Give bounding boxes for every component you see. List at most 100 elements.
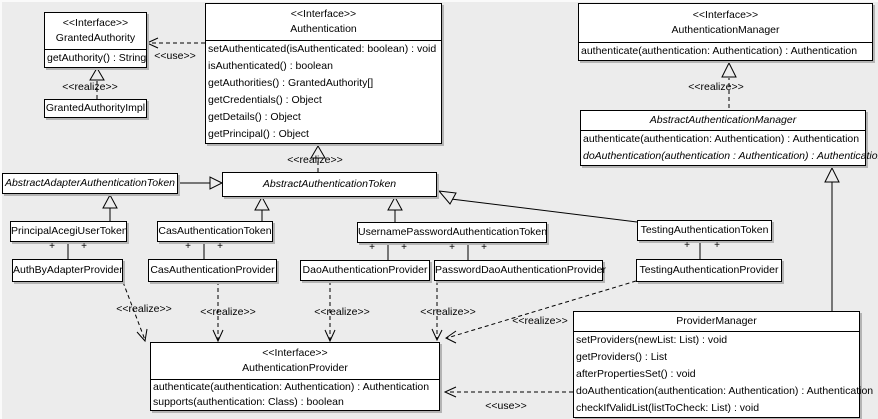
method-row: getDetails() : Object: [208, 111, 301, 123]
class-name: Authentication: [290, 23, 357, 35]
method-row: getProviders() : List: [576, 351, 668, 363]
methods-compartment: getAuthority() : String: [45, 50, 146, 67]
method-row: authenticate(authentication: Authenticat…: [153, 381, 430, 393]
realize-label: <<realize>>: [287, 154, 343, 166]
class-name: AuthenticationProvider: [242, 362, 348, 374]
realize-arrow-abstractauthenticationmanager: [721, 61, 737, 108]
realize-label: <<realize>>: [688, 81, 744, 93]
use-label: <<use>>: [154, 50, 196, 62]
method-row: authenticate(authentication: Authenticat…: [581, 45, 858, 57]
generalization-principal-token: [102, 193, 118, 221]
class-name: GrantedAuthorityImpl: [45, 102, 146, 114]
class-header: <<Interface>> GrantedAuthority: [45, 13, 146, 50]
class-name: PrincipalAcegiUserToken: [11, 225, 128, 237]
methods-compartment: setProviders(newList: List) : void getPro…: [574, 332, 874, 417]
plus-marker: +: [81, 241, 87, 252]
method-row: getPrincipal() : Object: [208, 128, 309, 140]
plus-marker: +: [185, 241, 191, 252]
realize-arrow-casauthenticationprovider: [212, 281, 224, 343]
realize-arrow-daoauthenticationprovider: [324, 281, 336, 343]
realize-label: <<realize>>: [420, 306, 476, 318]
class-name: AuthenticationManager: [671, 24, 780, 36]
class-header: <<Interface>> Authentication: [206, 4, 441, 41]
generalization-testing-token: [437, 190, 638, 223]
class-header: AbstractAuthenticationManager: [581, 111, 865, 131]
class-authentication: <<Interface>> Authentication setAuthenti…: [205, 3, 442, 144]
plus-marker: +: [49, 241, 55, 252]
class-provider-manager: ProviderManager setProviders(newList: Li…: [573, 311, 874, 418]
plus-marker: +: [481, 242, 487, 253]
class-name: TestingAuthenticationToken: [640, 224, 769, 236]
method-row: setProviders(newList: List) : void: [576, 334, 728, 346]
plus-marker: +: [401, 242, 407, 253]
methods-compartment: setAuthenticated(isAuthenticated: boolea…: [206, 41, 441, 143]
method-row: setAuthenticated(isAuthenticated: boolea…: [208, 43, 437, 55]
class-name: TestingAuthenticationProvider: [639, 264, 779, 276]
generalization-adapter-token: [178, 176, 224, 190]
method-row: checkIfValidList(listToCheck: List) : vo…: [576, 402, 760, 414]
class-abstract-authentication-token: AbstractAuthenticationToken: [222, 172, 437, 197]
method-row: getAuthority() : String: [47, 52, 147, 64]
use-arrow-authentication-grantedauthority: [145, 37, 205, 49]
class-name: GrantedAuthority: [55, 32, 136, 44]
class-name: UsernamePasswordAuthenticationToken: [358, 226, 548, 238]
class-header: ProviderManager: [574, 312, 859, 332]
realize-label: <<realize>>: [62, 81, 118, 93]
class-granted-authority: <<Interface>> GrantedAuthority getAuthor…: [44, 12, 147, 68]
realize-arrow-abstractauthenticationtoken: [310, 145, 326, 172]
method-row: isAuthenticated() : boolean: [208, 60, 333, 72]
realize-label: <<realize>>: [200, 306, 256, 318]
realize-label: <<realize>>: [314, 306, 370, 318]
realize-arrow-authbyadapterprovider: [122, 281, 148, 343]
class-testing-authentication-provider: TestingAuthenticationProvider: [636, 259, 782, 282]
class-abstract-authentication-manager: AbstractAuthenticationManager authentica…: [580, 110, 878, 166]
generalization-provider-manager: [824, 166, 840, 311]
class-authentication-provider: <<Interface>> AuthenticationProvider aut…: [150, 342, 440, 411]
realize-arrow-grantedauthorityimpl: [89, 67, 105, 99]
class-name: AbstractAuthenticationToken: [262, 178, 397, 190]
class-auth-by-adapter-provider: AuthByAdapterProvider: [12, 259, 123, 282]
methods-compartment: authenticate(authentication: Authenticat…: [581, 131, 878, 165]
class-testing-authentication-token: TestingAuthenticationToken: [637, 220, 772, 241]
plus-marker: +: [369, 242, 375, 253]
method-row: supports(authentication: Class) : boolea…: [153, 396, 344, 408]
class-authentication-manager: <<Interface>> AuthenticationManager auth…: [578, 3, 873, 61]
class-cas-authentication-token: CasAuthenticationToken: [157, 221, 273, 242]
class-principal-acegi-user-token: PrincipalAcegiUserToken: [10, 221, 128, 242]
generalization-usernamepassword-token: [387, 195, 403, 222]
class-header: <<Interface>> AuthenticationProvider: [151, 343, 439, 380]
realize-arrow-passworddaoauthenticationprovider: [431, 281, 443, 342]
class-cas-authentication-provider: CasAuthenticationProvider: [148, 259, 277, 282]
class-name: CasAuthenticationProvider: [150, 264, 275, 276]
realize-label: <<realize>>: [116, 303, 172, 315]
class-abstract-adapter-authentication-token: AbstractAdapterAuthenticationToken: [2, 173, 178, 194]
methods-compartment: authenticate(authentication: Authenticat…: [151, 380, 439, 410]
class-username-password-authentication-token: UsernamePasswordAuthenticationToken: [357, 222, 547, 243]
class-name: PasswordDaoAuthenticationProvider: [435, 264, 607, 276]
method-row: doAuthentication(authentication: Authent…: [576, 385, 874, 397]
class-name: DaoAuthenticationProvider: [302, 264, 428, 276]
use-label: <<use>>: [485, 400, 527, 412]
stereotype: <<Interface>>: [62, 17, 129, 29]
method-row: afterPropertiesSet() : void: [576, 368, 696, 380]
methods-compartment: authenticate(authentication: Authenticat…: [579, 43, 872, 60]
class-name: AbstractAuthenticationManager: [649, 114, 797, 126]
class-name: AuthByAdapterProvider: [13, 264, 123, 276]
plus-marker: +: [714, 240, 720, 251]
class-granted-authority-impl: GrantedAuthorityImpl: [44, 99, 147, 118]
method-row: doAuthentication(authentication : Authen…: [583, 150, 878, 162]
class-name: AbstractAdapterAuthenticationToken: [4, 177, 176, 189]
use-arrow-providermanager: [443, 386, 573, 398]
method-row: authenticate(authentication: Authenticat…: [583, 133, 860, 145]
class-password-dao-authentication-provider: PasswordDaoAuthenticationProvider: [434, 260, 607, 281]
stereotype: <<Interface>>: [262, 347, 328, 359]
class-header: <<Interface>> AuthenticationManager: [579, 4, 872, 43]
generalization-cas-token: [254, 195, 270, 221]
class-name: ProviderManager: [676, 315, 757, 327]
stereotype: <<Interface>>: [692, 9, 759, 21]
method-row: getCredentials() : Object: [208, 94, 322, 106]
class-name: CasAuthenticationToken: [158, 225, 272, 237]
stereotype: <<Interface>>: [290, 8, 357, 20]
